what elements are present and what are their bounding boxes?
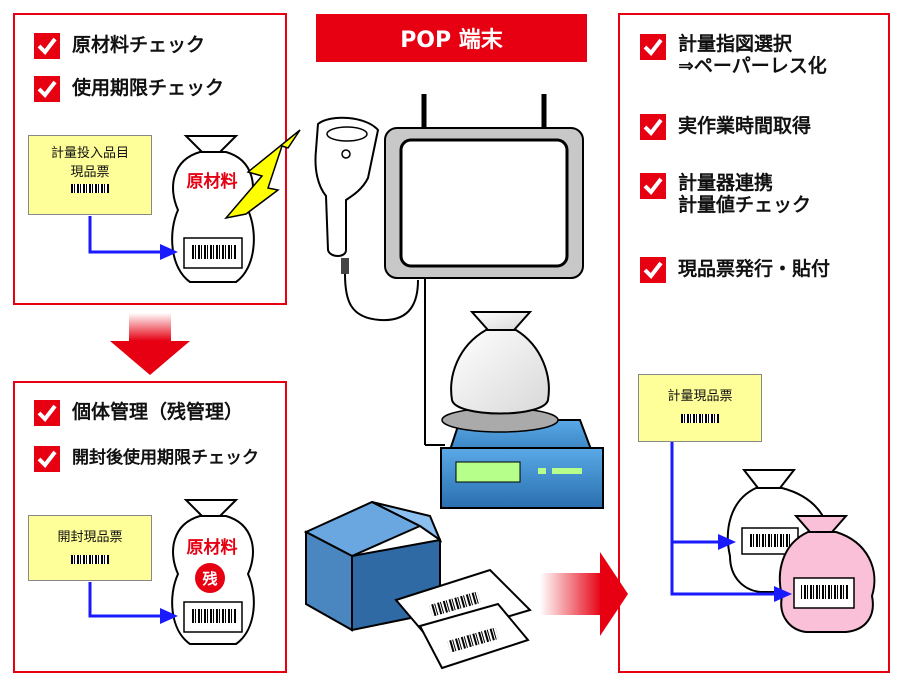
ticket-line: 計量投入品目 (50, 146, 129, 161)
checkmark-icon (640, 173, 666, 199)
checkmark-icon (640, 34, 666, 60)
check-item-work-time: 実作業時間取得 (640, 114, 811, 140)
bag-label: 原材料 (187, 537, 238, 558)
pop-functions-panel (618, 13, 890, 673)
arrow-head (160, 244, 178, 260)
bag-icon (171, 135, 255, 283)
check-label: 原材料チェック (72, 34, 206, 57)
checkmark-icon (34, 76, 60, 102)
individual-management-panel (13, 381, 287, 673)
check-label-line: 計量値チェック (678, 193, 812, 216)
flow-arrow (88, 582, 160, 618)
check-label: 実作業時間取得 (678, 115, 812, 138)
flow-arrow (88, 216, 160, 254)
ticket-line: 現品票 (70, 165, 110, 180)
check-label: 開封後使用期限チェック (72, 448, 259, 469)
flow-arrow (670, 442, 776, 596)
check-label: 計量器連携 計量値チェック (678, 172, 812, 217)
bag-icon (171, 499, 255, 645)
bag-label: 原材料 (187, 171, 238, 192)
flow-right-arrow (540, 552, 628, 636)
input-item-ticket: 計量投入品目 現品票 (28, 135, 152, 215)
check-item-raw-material: 原材料チェック (34, 33, 205, 59)
check-label: 計量指図選択 ⇒ペーパーレス化 (678, 33, 827, 78)
bag-icon (778, 515, 876, 633)
pop-terminal-title: POP 端末 (316, 14, 587, 62)
ticket-line: 計量現品票 (667, 389, 733, 404)
tablet-terminal-icon (384, 94, 584, 446)
checkmark-icon (640, 114, 666, 140)
checkmark-icon (34, 400, 60, 426)
weighing-scale-icon (440, 311, 604, 509)
check-label: 現品票発行・貼付 (678, 258, 831, 281)
opened-item-ticket: 開封現品票 (28, 515, 152, 581)
printer-icon (303, 500, 532, 670)
remain-badge: 残 (202, 570, 217, 588)
arrow-head (160, 608, 178, 624)
checkmark-icon (640, 257, 666, 283)
check-label-line: 計量器連携 (678, 172, 774, 194)
check-item-individual: 個体管理（残管理） (34, 400, 243, 426)
check-label: 使用期限チェック (72, 77, 225, 100)
ticket-line: 開封現品票 (57, 530, 123, 545)
check-label-line: 計量指図選択 (678, 33, 793, 55)
checkmark-icon (34, 33, 60, 59)
check-item-opened-expiry: 開封後使用期限チェック (34, 446, 259, 472)
weighing-ticket: 計量現品票 (638, 374, 762, 442)
arrow-head (774, 586, 792, 602)
scan-signal-icon (224, 129, 301, 220)
check-item-ticket-issue: 現品票発行・貼付 (640, 257, 830, 283)
check-item-scale-link: 計量器連携 計量値チェック (640, 172, 812, 217)
barcode-scanner-icon (314, 116, 419, 322)
flow-down-arrow (110, 313, 190, 375)
arrow-head (718, 534, 736, 550)
check-label-line: ⇒ペーパーレス化 (678, 54, 827, 77)
checkmark-icon (34, 446, 60, 472)
barcode-icon (681, 414, 719, 423)
check-label: 個体管理（残管理） (72, 401, 244, 424)
check-item-expiry: 使用期限チェック (34, 76, 224, 102)
barcode-icon (71, 555, 109, 564)
check-item-instruction: 計量指図選択 ⇒ペーパーレス化 (640, 33, 827, 78)
barcode-icon (71, 184, 109, 193)
